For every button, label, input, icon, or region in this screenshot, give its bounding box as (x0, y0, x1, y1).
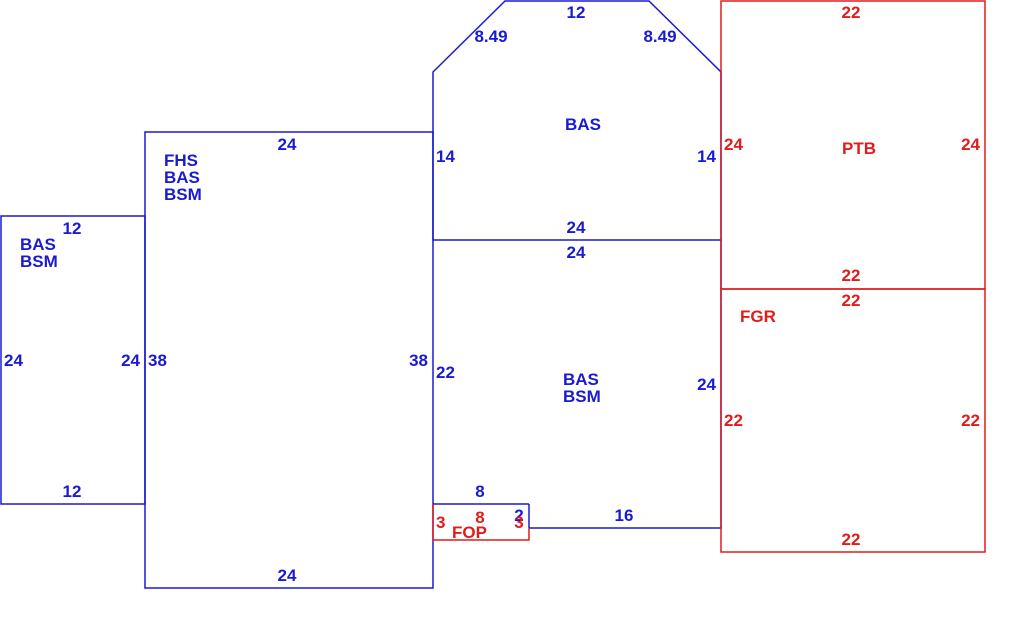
lower-room-dim-bottom: 16 (615, 506, 634, 525)
porch-code: FOP (452, 523, 487, 542)
center-block-code-1: FHS (164, 151, 198, 170)
lower-room-dim-top: 24 (567, 243, 586, 262)
porch-dim-left: 3 (436, 513, 445, 532)
porch-dim-right-outer: 2 (514, 506, 523, 525)
center-block-dim-bottom: 24 (278, 566, 297, 585)
left-wing-labels: BAS BSM 12 12 24 24 (4, 219, 141, 501)
garage-outline (720, 288, 986, 553)
porch-outline (432, 504, 530, 541)
garage-labels: FGR 22 22 22 22 (724, 291, 980, 549)
main-structure-outlines (0, 0, 722, 589)
center-block-code-3: BSM (164, 185, 202, 204)
left-wing-code-1: BAS (20, 235, 56, 254)
left-wing-dim-right: 24 (121, 351, 140, 370)
porch-dim-inner-bottom: 8 (475, 508, 484, 527)
center-block-dim-top: 24 (278, 135, 297, 154)
center-block-outline (144, 131, 434, 589)
porch-dim-top: 8 (475, 482, 484, 501)
lower-room-dim-right: 24 (697, 375, 716, 394)
garage-dim-left: 22 (724, 411, 743, 430)
patio-labels: PTB 22 22 24 24 (724, 3, 981, 285)
garage-dim-bottom: 22 (842, 530, 861, 549)
patio-dim-left: 24 (724, 135, 743, 154)
patio-dim-right: 24 (961, 135, 980, 154)
porch-dim-right-inner: 3 (514, 513, 523, 532)
patio-dim-bottom: 22 (842, 266, 861, 285)
lower-room-outline (529, 240, 722, 529)
attached-structure-outlines (432, 0, 986, 553)
lower-room-code-2: BSM (563, 387, 601, 406)
lower-room-code-1: BAS (563, 370, 599, 389)
left-wing-dim-top: 12 (63, 219, 82, 238)
left-wing-code-2: BSM (20, 252, 58, 271)
upper-room-dim-diag-right: 8.49 (643, 27, 676, 46)
patio-dim-top: 22 (842, 3, 861, 22)
center-block-dim-right: 38 (409, 351, 428, 370)
upper-room-dim-right: 14 (697, 147, 716, 166)
garage-dim-right: 22 (961, 411, 980, 430)
left-wing-dim-left: 24 (4, 351, 23, 370)
garage-code: FGR (740, 307, 776, 326)
left-wing-dim-bottom: 12 (63, 482, 82, 501)
garage-dim-top: 22 (842, 291, 861, 310)
lower-room-dim-left: 22 (436, 363, 455, 382)
upper-room-dim-diag-left: 8.49 (474, 27, 507, 46)
upper-room-dim-left: 14 (436, 147, 455, 166)
center-block-dim-left: 38 (148, 351, 167, 370)
porch-labels: 8 2 3 8 3 FOP (436, 482, 524, 542)
upper-room-dim-bottom: 24 (567, 218, 586, 237)
upper-room-dim-top: 12 (567, 3, 586, 22)
lower-room-labels: BAS BSM 24 22 24 16 (436, 243, 717, 525)
center-block-code-2: BAS (164, 168, 200, 187)
upper-room-code: BAS (565, 115, 601, 134)
patio-code: PTB (842, 139, 876, 158)
upper-room-labels: BAS 12 8.49 8.49 14 14 24 (436, 3, 717, 237)
center-block-labels: FHS BAS BSM 24 24 38 38 (148, 135, 428, 585)
